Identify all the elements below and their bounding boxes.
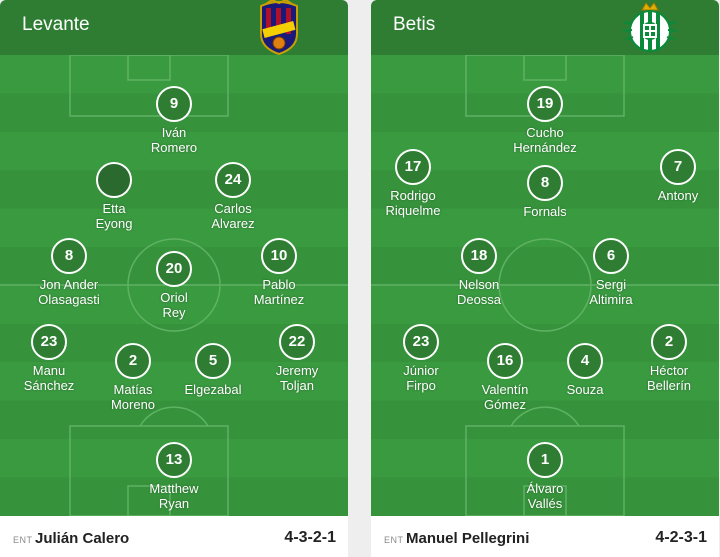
player-name: Antony xyxy=(657,188,699,203)
shirt-number: 23 xyxy=(31,324,67,360)
player-marker[interactable]: 7 Antony xyxy=(623,149,719,203)
player-name: Nelson Deossa xyxy=(456,277,502,307)
lineup-card-levante: Levante xyxy=(0,0,348,557)
player-name: Rodrigo Riquelme xyxy=(385,188,441,218)
player-marker[interactable]: 13 Matthew Ryan xyxy=(119,442,229,511)
formation: 4-3-2-1 xyxy=(284,529,336,546)
shirt-number: 19 xyxy=(527,86,563,122)
player-name: Jon Ander Olasagasti xyxy=(38,277,100,307)
shirt-number: 4 xyxy=(567,343,603,379)
player-name: Cucho Hernández xyxy=(513,125,577,155)
shirt-number: 2 xyxy=(651,324,687,360)
player-marker[interactable]: 5 Elgezabal xyxy=(158,343,268,397)
shirt-number: 20 xyxy=(156,251,192,287)
team-name[interactable]: Betis xyxy=(393,14,436,35)
player-name: Héctor Bellerín xyxy=(646,363,692,393)
player-marker[interactable]: 19 Cucho Hernández xyxy=(490,86,600,155)
player-marker[interactable]: 24 Carlos Alvarez xyxy=(178,162,288,231)
player-marker[interactable]: 1 Álvaro Vallés xyxy=(490,442,600,511)
player-marker[interactable]: 18 Nelson Deossa xyxy=(424,238,534,307)
player-name: Matthew Ryan xyxy=(149,481,199,511)
coach-name[interactable]: Julián Calero xyxy=(35,530,130,547)
player-marker[interactable]: 17 Rodrigo Riquelme xyxy=(371,149,468,218)
player-marker[interactable]: 8 Jon Ander Olasagasti xyxy=(14,238,124,307)
player-name: Sergi Altimira xyxy=(589,277,633,307)
player-name: Álvaro Vallés xyxy=(526,481,564,511)
shirt-number: 7 xyxy=(660,149,696,185)
player-name: Etta Eyong xyxy=(95,201,133,231)
shirt-number: 13 xyxy=(156,442,192,478)
shirt-number: 6 xyxy=(593,238,629,274)
player-name: Valentín Gómez xyxy=(481,382,529,412)
shirt-number: 22 xyxy=(279,324,315,360)
levante-crest-icon[interactable] xyxy=(256,0,302,60)
player-marker[interactable]: 10 Pablo Martínez xyxy=(224,238,334,307)
player-name: Pablo Martínez xyxy=(253,277,305,307)
player-marker[interactable]: 22 Jeremy Toljan xyxy=(242,324,348,393)
formation: 4-2-3-1 xyxy=(655,529,707,546)
player-name: Oriol Rey xyxy=(160,290,188,320)
player-name: Fornals xyxy=(523,204,567,219)
shirt-number: 2 xyxy=(115,343,151,379)
player-name: Elgezabal xyxy=(184,382,242,397)
pitch-lines xyxy=(0,55,348,516)
betis-crest-icon[interactable] xyxy=(622,0,678,60)
player-marker[interactable]: 2 Matías Moreno xyxy=(78,343,188,412)
player-name: Matías Moreno xyxy=(110,382,156,412)
player-name: Iván Romero xyxy=(150,125,198,155)
lineup-card-betis: Betis xyxy=(371,0,719,557)
coach-label: ENT xyxy=(384,535,404,545)
team-name[interactable]: Levante xyxy=(22,14,90,35)
shirt-number: 8 xyxy=(527,165,563,201)
pitch-lines xyxy=(371,55,719,516)
shirt-number: 9 xyxy=(156,86,192,122)
player-marker[interactable]: 9 Iván Romero xyxy=(119,86,229,155)
player-name: Jeremy Toljan xyxy=(275,363,319,393)
player-marker[interactable]: 23 Júnior Firpo xyxy=(371,324,476,393)
coach-footer: ENT Julián Calero 4-3-2-1 xyxy=(0,516,348,557)
player-marker[interactable]: 23 Manu Sánchez xyxy=(0,324,104,393)
player-name: Júnior Firpo xyxy=(403,363,439,393)
coach-footer: ENT Manuel Pellegrini 4-2-3-1 xyxy=(371,516,719,557)
player-name: Souza xyxy=(566,382,604,397)
pitch xyxy=(371,55,719,516)
shirt-number: 18 xyxy=(461,238,497,274)
coach-name[interactable]: Manuel Pellegrini xyxy=(406,530,530,547)
shirt-number xyxy=(96,162,132,198)
team-header: Betis xyxy=(371,0,719,55)
player-marker[interactable]: 20 Oriol Rey xyxy=(119,251,229,320)
shirt-number: 1 xyxy=(527,442,563,478)
player-name: Manu Sánchez xyxy=(23,363,75,393)
team-header: Levante xyxy=(0,0,348,56)
shirt-number: 23 xyxy=(403,324,439,360)
player-marker[interactable]: 6 Sergi Altimira xyxy=(556,238,666,307)
shirt-number: 17 xyxy=(395,149,431,185)
player-marker[interactable]: 2 Héctor Bellerín xyxy=(614,324,719,393)
player-marker[interactable]: Etta Eyong xyxy=(59,162,169,231)
player-name: Carlos Alvarez xyxy=(211,201,255,231)
player-marker[interactable]: 16 Valentín Gómez xyxy=(450,343,560,412)
coach-label: ENT xyxy=(13,535,33,545)
player-marker[interactable]: 4 Souza xyxy=(530,343,640,397)
shirt-number: 5 xyxy=(195,343,231,379)
shirt-number: 24 xyxy=(215,162,251,198)
shirt-number: 10 xyxy=(261,238,297,274)
shirt-number: 16 xyxy=(487,343,523,379)
player-marker[interactable]: 8 Fornals xyxy=(490,165,600,219)
shirt-number: 8 xyxy=(51,238,87,274)
